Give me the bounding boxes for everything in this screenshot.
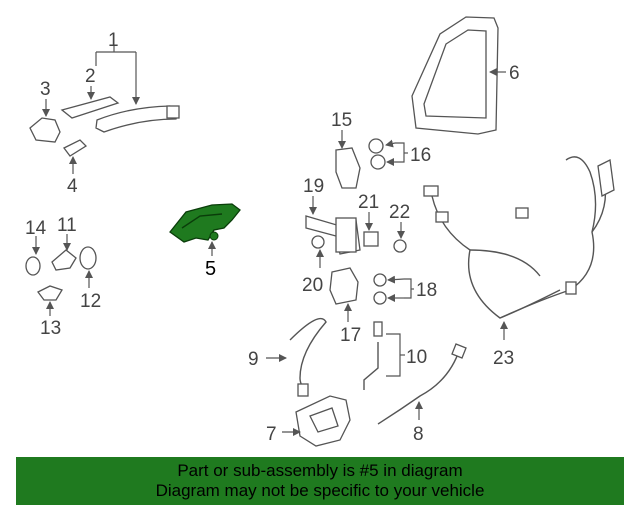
callout-3: 3 bbox=[40, 79, 51, 100]
end-cap bbox=[29, 117, 61, 143]
wiring-harness bbox=[423, 156, 615, 319]
bolt-18a bbox=[373, 273, 387, 287]
callout-18: 18 bbox=[416, 280, 437, 301]
hinge bbox=[329, 267, 359, 305]
callout-20: 20 bbox=[302, 275, 323, 296]
callout-23: 23 bbox=[493, 348, 514, 369]
nut-22 bbox=[393, 239, 407, 253]
bolt-18b bbox=[373, 291, 387, 305]
clip-14 bbox=[25, 256, 41, 276]
clip-11 bbox=[51, 249, 77, 271]
callout-13: 13 bbox=[40, 318, 61, 339]
callout-16: 16 bbox=[410, 145, 431, 166]
callout-19: 19 bbox=[303, 176, 324, 197]
callout-12: 12 bbox=[80, 291, 101, 312]
banner-line-2: Diagram may not be specific to your vehi… bbox=[155, 481, 485, 500]
cable-8 bbox=[377, 347, 461, 425]
callout-2: 2 bbox=[85, 66, 96, 87]
callout-4: 4 bbox=[67, 176, 78, 197]
banner-line-1: Part or sub-assembly is #5 in diagram bbox=[177, 461, 463, 480]
callout-17: 17 bbox=[340, 325, 361, 346]
inside-handle-assembly-highlighted bbox=[169, 203, 241, 243]
info-banner: Part or sub-assembly is #5 in diagram Di… bbox=[16, 457, 624, 505]
rod-10a bbox=[363, 342, 379, 390]
clip-12 bbox=[79, 246, 97, 270]
callout-22: 22 bbox=[389, 202, 410, 223]
control-cable-9 bbox=[289, 317, 327, 389]
callout-1: 1 bbox=[108, 30, 119, 51]
pad-21 bbox=[363, 231, 379, 247]
parts-diagram: 1 2 3 4 6 5 14 11 12 13 15 16 bbox=[25, 16, 615, 447]
callout-5: 5 bbox=[205, 258, 216, 280]
callout-8: 8 bbox=[413, 424, 424, 445]
bolt-16b bbox=[370, 154, 386, 170]
callout-6: 6 bbox=[509, 63, 520, 84]
callout-21: 21 bbox=[358, 192, 379, 213]
striker bbox=[335, 147, 361, 189]
callout-9: 9 bbox=[248, 349, 259, 370]
bolt-20 bbox=[311, 235, 325, 249]
callout-7: 7 bbox=[266, 424, 277, 445]
callout-15: 15 bbox=[331, 110, 352, 131]
outside-handle-assembly bbox=[60, 96, 180, 133]
callout-11: 11 bbox=[57, 215, 77, 236]
bolt-16a bbox=[368, 138, 384, 154]
gasket bbox=[63, 139, 88, 157]
callout-10: 10 bbox=[406, 347, 427, 368]
screw-13 bbox=[37, 285, 63, 301]
callout-14: 14 bbox=[25, 218, 47, 239]
